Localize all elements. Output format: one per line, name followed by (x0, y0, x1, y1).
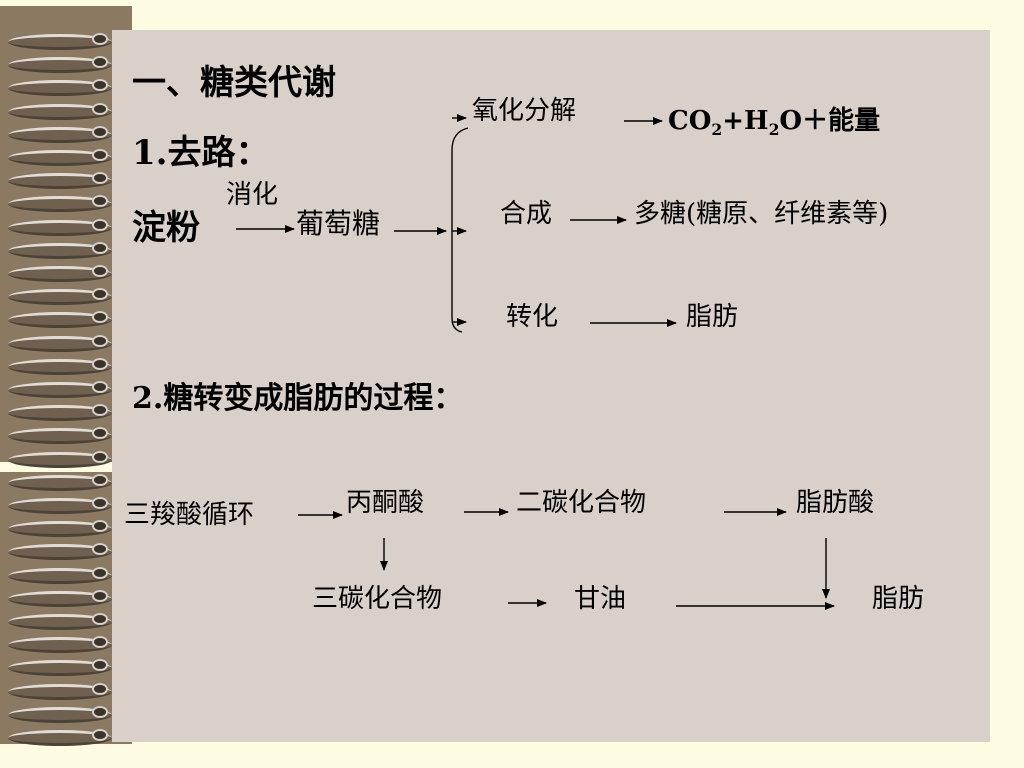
binding-ring (8, 103, 112, 120)
node-glycerol: 甘油 (574, 584, 627, 614)
binding-ring (8, 312, 112, 329)
binding-ring (8, 683, 112, 700)
slide-heading: 一、糖类代谢 (132, 63, 336, 103)
binding-ring (8, 219, 112, 236)
binding-hole (92, 33, 108, 45)
binding-hole (92, 241, 108, 254)
binding-ring (8, 335, 112, 352)
binding-hole (92, 149, 108, 161)
binding-ring (8, 544, 112, 561)
section1-title: 1.去路： (132, 133, 270, 173)
binding-ring (8, 34, 112, 50)
binding-ring (8, 242, 112, 259)
section2-title: 2.糖转变成脂肪的过程： (132, 381, 464, 416)
branch-oxidation-result: CO2+H2O＋能量 (668, 106, 881, 140)
binding-hole (92, 729, 108, 741)
node-fatty-acid: 脂肪酸 (796, 488, 875, 518)
binding-hole (92, 195, 108, 208)
binding-ring (8, 590, 112, 607)
binding-ring (8, 498, 112, 514)
binding-ring (8, 289, 112, 306)
binding-ring (8, 196, 112, 213)
binding-hole (92, 520, 108, 533)
binding-ring (8, 80, 112, 97)
binding-hole (92, 497, 108, 509)
binding-hole (92, 357, 108, 370)
binding-ring (8, 567, 112, 584)
binding-ring (8, 57, 112, 74)
binding-hole (92, 79, 108, 92)
binding-ring (8, 150, 112, 166)
branch-conversion-result: 脂肪 (686, 302, 739, 332)
binding-hole (92, 682, 108, 695)
binding-hole (92, 311, 108, 324)
binding-hole (92, 102, 108, 115)
branch-synthesis-label: 合成 (500, 199, 553, 229)
binding-hole (92, 450, 108, 463)
binding-hole (92, 705, 108, 718)
binding-hole (92, 427, 108, 440)
node-glucose: 葡萄糖 (296, 207, 381, 240)
binding-ring (8, 637, 112, 654)
binding-ring (8, 730, 112, 746)
node-c2-compound: 二碳化合物 (516, 488, 647, 518)
binding-hole (92, 218, 108, 231)
node-c3-compound: 三碳化合物 (312, 584, 443, 614)
binding-hole (92, 334, 108, 347)
binding-ring (8, 428, 112, 445)
node-pyruvate: 丙酮酸 (346, 488, 425, 518)
binding-ring (8, 126, 112, 143)
binding-hole (92, 265, 108, 277)
binding-ring (8, 173, 112, 190)
branch-synthesis-result: 多糖(糖原、纤维素等) (634, 199, 889, 229)
binding-hole (92, 566, 108, 579)
binding-ring (8, 405, 112, 422)
branch-oxidation-label: 氧化分解 (472, 96, 577, 126)
binding-ring (8, 614, 112, 630)
binding-ring (8, 660, 112, 677)
node-starch: 淀粉 (132, 208, 200, 248)
spiral-binding (0, 0, 135, 768)
node-fat: 脂肪 (872, 584, 925, 614)
binding-hole (92, 288, 108, 301)
binding-ring (8, 358, 112, 375)
binding-hole (92, 125, 108, 138)
binding-hole (92, 636, 108, 649)
binding-hole (92, 473, 108, 486)
binding-ring (8, 474, 112, 491)
digest-label: 消化 (226, 180, 279, 210)
binding-hole (92, 404, 108, 417)
binding-hole (92, 172, 108, 185)
binding-hole (92, 659, 108, 672)
binding-ring (8, 706, 112, 723)
notebook-page (112, 30, 990, 742)
node-tca-cycle: 三羧酸循环 (124, 500, 255, 530)
binding-ring (8, 521, 112, 538)
binding-ring (8, 266, 112, 282)
binding-hole (92, 56, 108, 69)
binding-hole (92, 543, 108, 556)
binding-ring (8, 451, 112, 468)
binding-hole (92, 381, 108, 393)
branch-conversion-label: 转化 (506, 302, 559, 332)
binding-hole (92, 613, 108, 625)
binding-hole (92, 589, 108, 602)
binding-ring (8, 382, 112, 398)
